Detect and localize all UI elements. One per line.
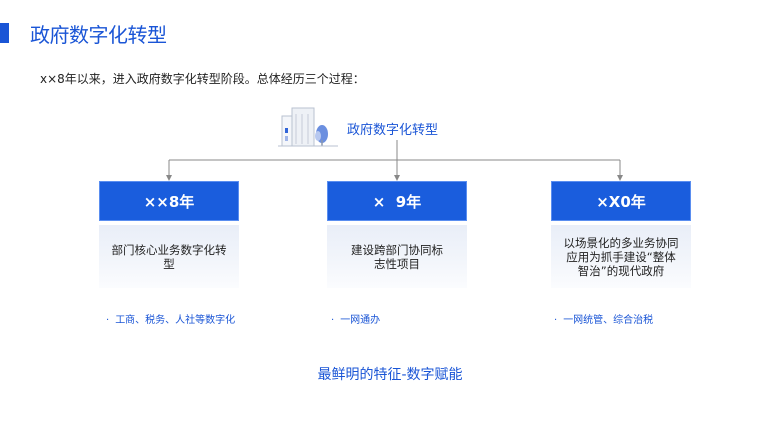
stage-3-header: ×X0年 bbox=[551, 181, 691, 221]
intro-text: x×8年以来，进入政府数字化转型阶段。总体经历三个过程： bbox=[40, 72, 365, 86]
stage-3-bullet-text: 一网统管、综合治税 bbox=[563, 315, 654, 326]
stage-2-header: × 9年 bbox=[327, 181, 467, 221]
bullet-dot-icon: · bbox=[331, 315, 335, 326]
stage-3-bullet: · 一网统管、综合治税 bbox=[554, 311, 653, 326]
bullet-dot-icon: · bbox=[554, 315, 558, 326]
center-label: 政府数字化转型 bbox=[347, 123, 439, 138]
bullet-dot-icon: · bbox=[106, 315, 110, 326]
government-building-icon bbox=[278, 107, 338, 147]
stage-2-bullet: · 一网通办 bbox=[331, 311, 380, 326]
stage-3-description: 以场景化的多业务协同应用为抓手建设“整体智治”的现代政府 bbox=[551, 225, 691, 288]
stage-1-bullet: · 工商、税务、人社等数字化 bbox=[106, 311, 235, 326]
stage-2-bullet-text: 一网通办 bbox=[340, 315, 381, 326]
title-accent-bar bbox=[0, 23, 9, 43]
stage-1-description: 部门核心业务数字化转型 bbox=[99, 225, 239, 288]
stage-1-header: ××8年 bbox=[99, 181, 239, 221]
stage-1-bullet-text: 工商、税务、人社等数字化 bbox=[115, 315, 236, 326]
footer-slogan: 最鲜明的特征-数字赋能 bbox=[317, 367, 463, 383]
stage-2-description: 建设跨部门协同标志性项目 bbox=[327, 225, 467, 288]
page-title: 政府数字化转型 bbox=[30, 23, 167, 47]
